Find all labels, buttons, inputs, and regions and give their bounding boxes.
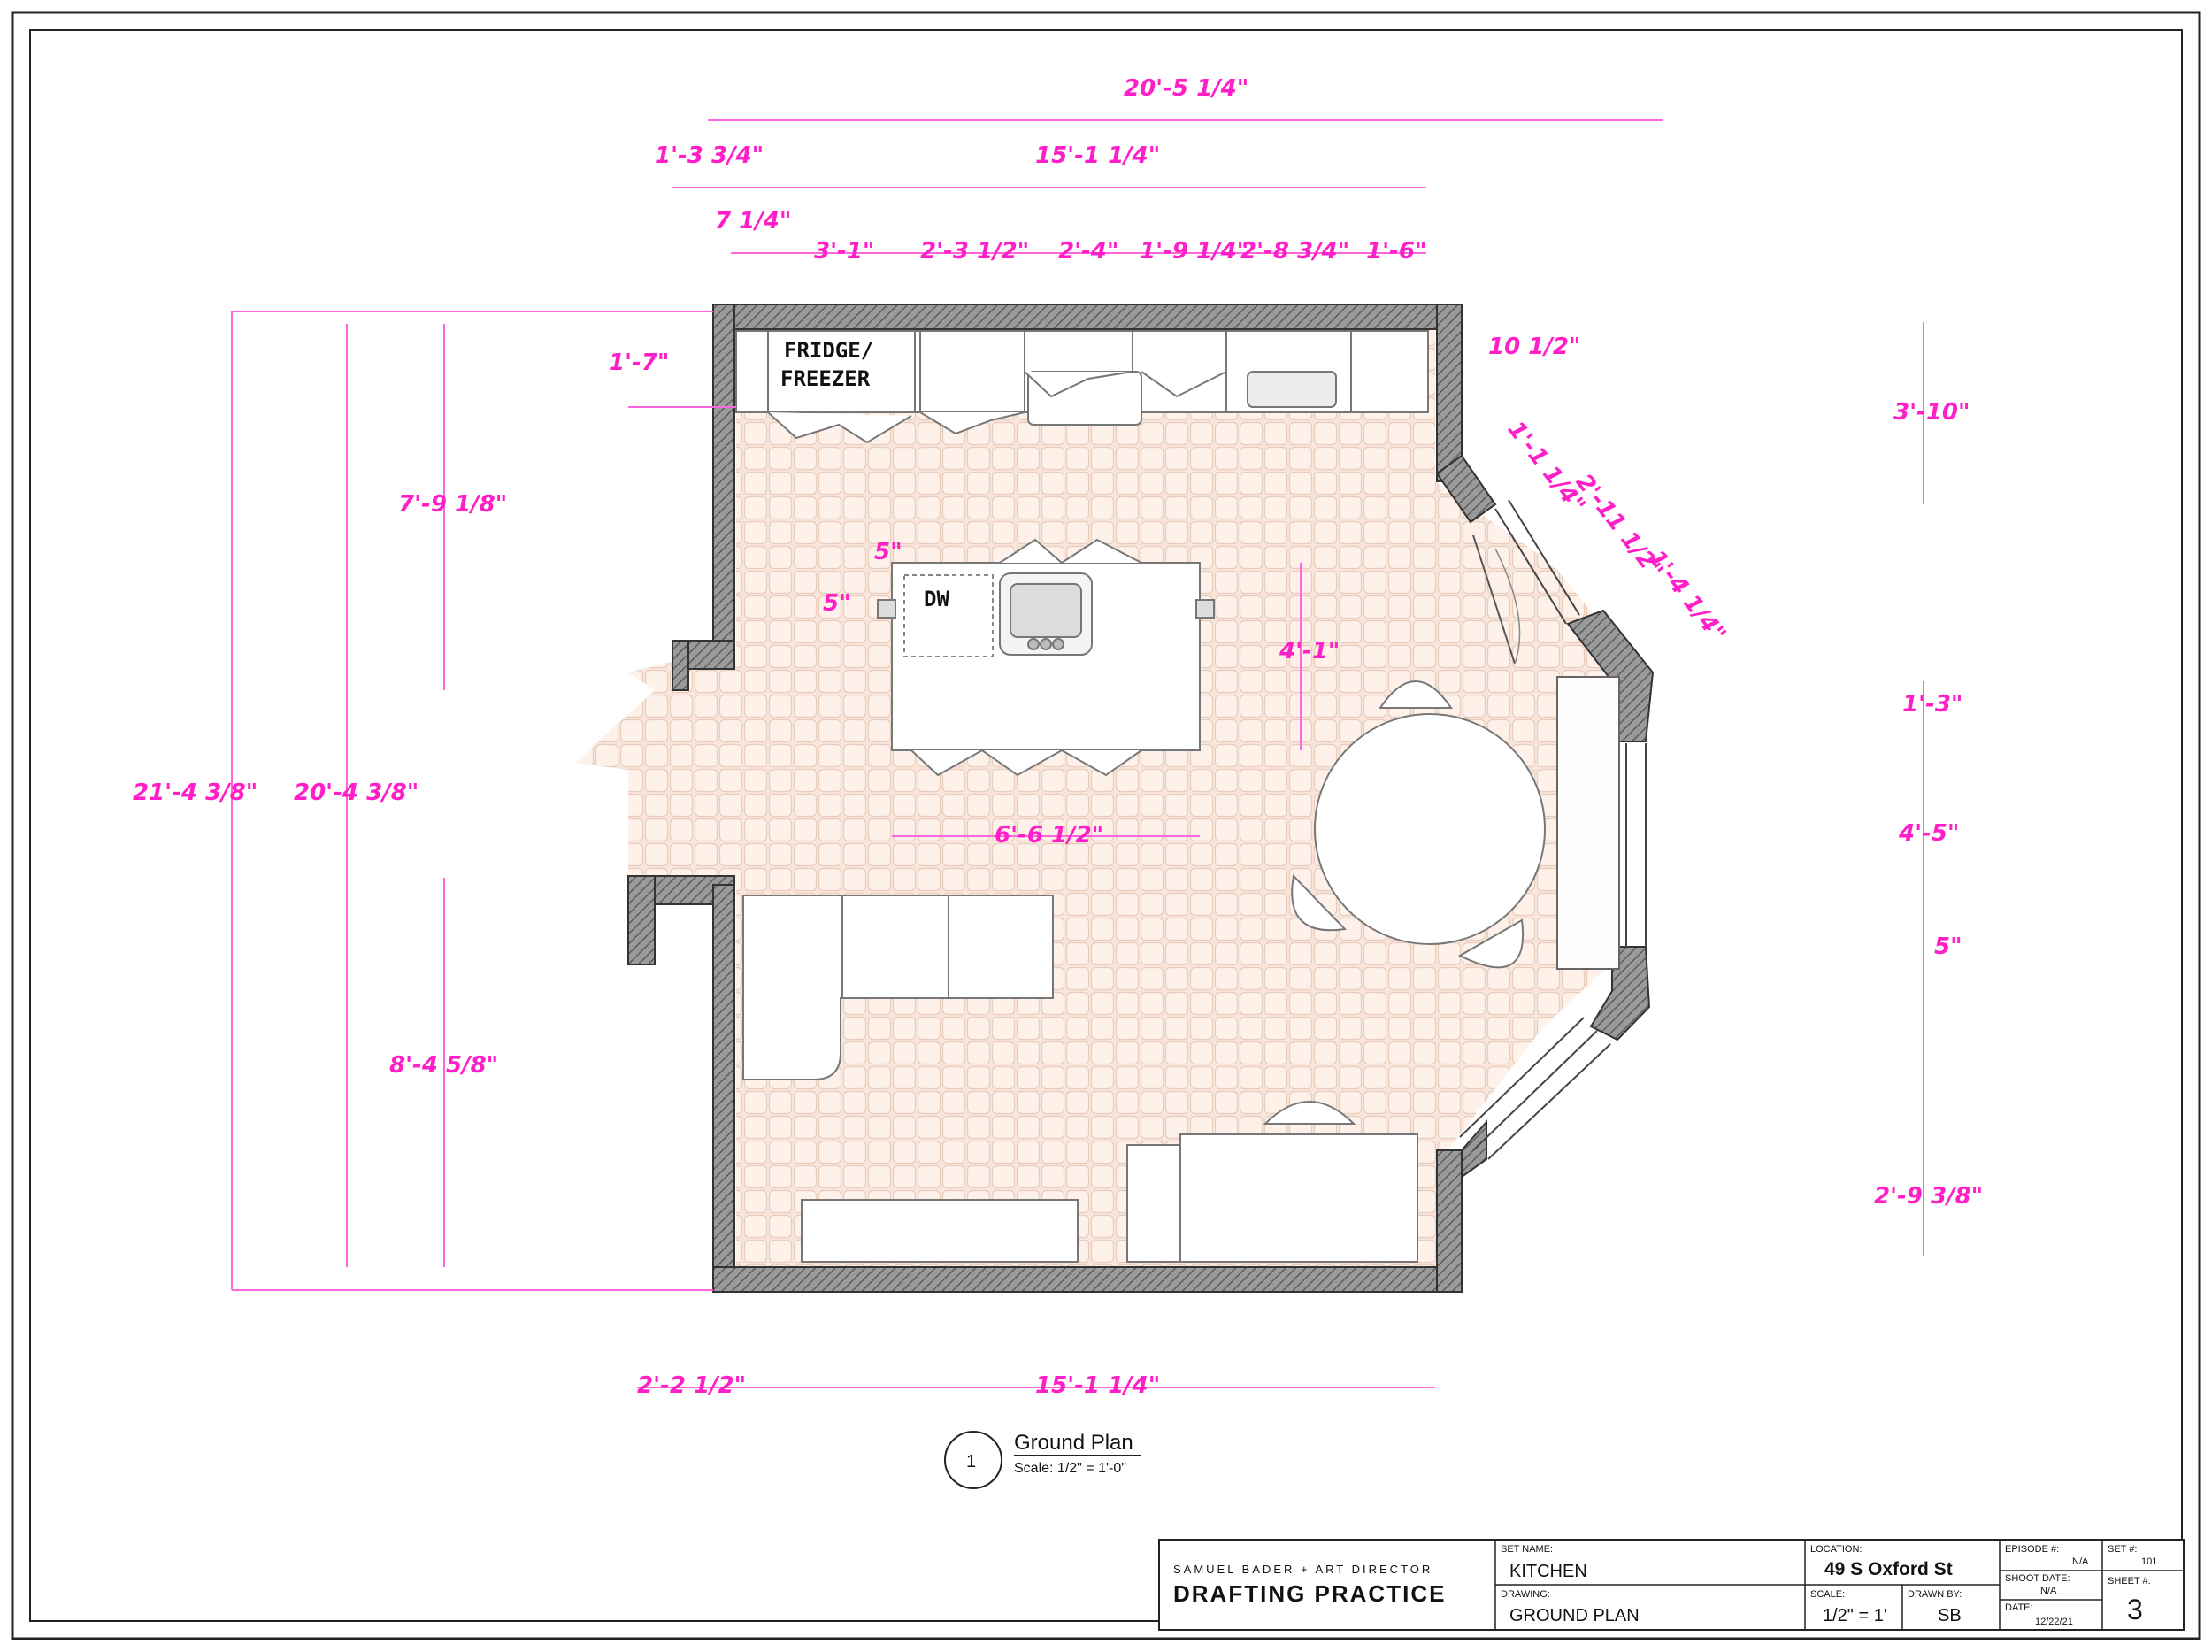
dim-cab-depth: 1'-7" — [609, 350, 669, 376]
dim-bottom-left: 2'-2 1/2" — [637, 1372, 746, 1399]
dim-right-small: 5" — [1934, 934, 1962, 960]
dim-left-overall: 20'-4 3/8" — [294, 780, 419, 806]
firm-name: SAMUEL BADER + ART DIRECTOR — [1173, 1563, 1432, 1576]
plan-scale: Scale: 1/2" = 1'-0" — [1014, 1461, 1126, 1476]
shoot-date-label: SHOOT DATE: — [2005, 1573, 2070, 1584]
dim-counter-overhang: 10 1/2" — [1488, 334, 1580, 360]
plan-number: 1 — [966, 1452, 976, 1471]
sofa — [742, 895, 1054, 1080]
inner-border — [29, 29, 2183, 1622]
drawing-label: DRAWING: — [1501, 1589, 1550, 1600]
project-name: DRAFTING PRACTICE — [1173, 1580, 1446, 1607]
dim-island-off-x: 5" — [874, 539, 902, 565]
dim-top-inner-width: 15'-1 1/4" — [1035, 142, 1160, 169]
drawing-value: GROUND PLAN — [1509, 1606, 1640, 1625]
scale-label: SCALE: — [1810, 1589, 1845, 1600]
outer-border — [11, 11, 2201, 1640]
bottom-furniture — [801, 1133, 1418, 1263]
dim-cab-6: 1'-6" — [1366, 238, 1426, 265]
dim-top-offset: 1'-3 3/4" — [655, 142, 764, 169]
dim-angle-3: 1'-4 1/4" — [1643, 545, 1732, 648]
drawn-by-label: DRAWN BY: — [1908, 1589, 1962, 1600]
episode-value: N/A — [2072, 1556, 2089, 1567]
dim-left-lower: 8'-4 5/8" — [389, 1052, 498, 1079]
dim-cab-3: 2'-4" — [1058, 238, 1118, 265]
title-block: SAMUEL BADER + ART DIRECTOR DRAFTING PRA… — [1158, 1539, 2185, 1631]
dim-island-width: 6'-6 1/2" — [995, 822, 1103, 849]
dim-right-top: 3'-10" — [1893, 399, 1970, 426]
dim-cab-4: 1'-9 1/4" — [1140, 238, 1248, 265]
sheet-label: SHEET #: — [2108, 1576, 2151, 1587]
dim-right-pier: 1'-3" — [1902, 691, 1962, 718]
kitchen-island — [877, 538, 1215, 777]
walls — [627, 304, 1655, 1293]
set-number-value: 101 — [2141, 1556, 2157, 1567]
set-name-label: SET NAME: — [1501, 1544, 1553, 1555]
dishwasher-label: DW — [924, 587, 949, 611]
dim-left-upper: 7'-9 1/8" — [398, 491, 507, 518]
location-label: LOCATION: — [1810, 1544, 1862, 1555]
dim-island-off-y: 5" — [823, 590, 851, 617]
fridge-label-line1: FRIDGE/ — [784, 338, 873, 363]
dim-right-bottom: 2'-9 3/8" — [1874, 1183, 1983, 1210]
dim-right-window: 4'-5" — [1898, 820, 1959, 847]
sheet-value: 3 — [2127, 1594, 2143, 1625]
dim-fridge-gap: 7 1/4" — [715, 208, 791, 234]
bay-window — [1459, 499, 1647, 1160]
dim-angle-1: 1'-1 1/4" — [1502, 417, 1591, 519]
drawn-by-value: SB — [1938, 1606, 1962, 1625]
dim-bottom-inner: 15'-1 1/4" — [1035, 1372, 1160, 1399]
shoot-date-value: N/A — [2040, 1586, 2057, 1596]
dim-island-depth: 4'-1" — [1279, 638, 1340, 665]
plan-caption: 1 Ground Plan Scale: 1/2" = 1'-0" — [944, 1431, 1141, 1489]
dim-overall-width: 20'-5 1/4" — [1124, 75, 1248, 102]
dim-cab-2: 2'-3 1/2" — [920, 238, 1029, 265]
location-value: 49 S Oxford St — [1824, 1559, 1953, 1579]
set-number-label: SET #: — [2108, 1544, 2137, 1555]
door-swing — [1472, 534, 1516, 665]
plan-title: Ground Plan — [1014, 1431, 1133, 1455]
date-value: 12/22/21 — [2035, 1617, 2073, 1627]
date-label: DATE: — [2005, 1602, 2033, 1613]
dimension-lines — [231, 119, 1924, 1388]
dining-set — [1263, 680, 1546, 1125]
dim-cab-1: 3'-1" — [814, 238, 874, 265]
episode-label: EPISODE #: — [2005, 1544, 2059, 1555]
dim-overall-height: 21'-4 3/8" — [133, 780, 257, 806]
dim-cab-5: 2'-8 3/4" — [1240, 238, 1349, 265]
upper-cabinets — [735, 330, 1429, 444]
scale-value: 1/2" = 1' — [1823, 1606, 1887, 1625]
fridge-label-line2: FREEZER — [780, 366, 871, 391]
set-name-value: KITCHEN — [1509, 1562, 1587, 1581]
